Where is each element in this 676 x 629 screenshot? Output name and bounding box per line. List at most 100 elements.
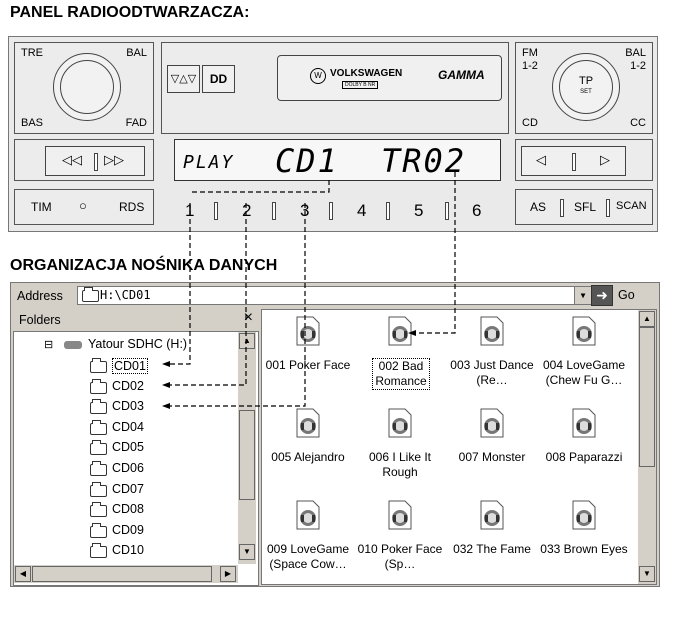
tree-folder-cd04[interactable]: CD04: [112, 419, 144, 434]
tp-label: TP: [578, 75, 594, 87]
tree-folder-cd08[interactable]: CD08: [112, 502, 144, 517]
scroll-up-icon[interactable]: ▲: [239, 333, 255, 349]
tree-vertical-scrollbar[interactable]: ▲ ▼: [238, 332, 256, 564]
address-dropdown-icon[interactable]: ▼: [574, 287, 591, 304]
preset-6[interactable]: 6: [472, 201, 482, 220]
file-label[interactable]: 007 Monster: [458, 450, 526, 464]
model-name: GAMMA: [438, 68, 485, 82]
tape-direction-button[interactable]: ▽△▽: [167, 65, 200, 93]
file-label[interactable]: 001 Poker Face: [265, 358, 351, 372]
audio-file-icon[interactable]: [479, 500, 505, 530]
drive-label[interactable]: Yatour SDHC (H:): [88, 337, 188, 351]
folder-icon: [90, 399, 107, 415]
cd-label: CD: [522, 117, 538, 129]
file-label[interactable]: 010 Poker Face (Sp…: [357, 542, 443, 571]
connector-preset3-cd03: [166, 203, 306, 407]
connector-track-display: [412, 172, 456, 334]
brand-name: VOLKSWAGEN: [330, 68, 403, 79]
audio-file-icon[interactable]: [295, 316, 321, 346]
display-mode: PLAY: [183, 152, 235, 173]
next-track-button[interactable]: ▷: [600, 152, 610, 167]
address-input[interactable]: H:\CD01 ▼: [77, 286, 592, 305]
preset-1[interactable]: 1: [185, 201, 195, 220]
fm-label: FM 1-2: [522, 47, 538, 72]
right-knob-area: FM 1-2 BAL 1-2 CD CC TP SET: [515, 42, 653, 134]
radio-panel: TRE BAL BAS FAD ▽△▽ DD W VOLKSWAGEN DOLB…: [8, 36, 658, 232]
file-label[interactable]: 009 LoveGame (Space Cow…: [266, 542, 350, 571]
tree-folder-cd07[interactable]: CD07: [112, 481, 144, 496]
panel-heading: PANEL RADIOODTWARZACZA:: [10, 4, 250, 21]
tree-scroll-thumb[interactable]: [239, 410, 255, 500]
file-label[interactable]: 033 Brown Eyes: [540, 542, 628, 556]
file-label[interactable]: 006 I Like It Rough: [368, 450, 432, 479]
audio-file-icon[interactable]: [387, 500, 413, 530]
files-scroll-up-icon[interactable]: ▲: [639, 311, 655, 327]
file-label[interactable]: 032 The Fame: [453, 542, 531, 556]
as-button[interactable]: AS: [530, 200, 547, 214]
dolby-button[interactable]: DD: [202, 65, 235, 93]
preset-2[interactable]: 2: [242, 201, 252, 220]
file-label[interactable]: 003 Just Dance (Re…: [450, 358, 534, 387]
audio-file-icon[interactable]: [295, 408, 321, 438]
tim-button[interactable]: TIM: [31, 200, 52, 214]
tree-folder-cd02[interactable]: CD02: [112, 378, 144, 393]
connector-preset1-cd01: [166, 203, 191, 365]
audio-file-icon[interactable]: [479, 408, 505, 438]
preset-5[interactable]: 5: [414, 201, 424, 220]
rds-button[interactable]: RDS: [119, 200, 145, 214]
preset-4[interactable]: 4: [357, 201, 367, 220]
tree-folder-cd05[interactable]: CD05: [112, 440, 144, 455]
audio-file-icon[interactable]: [571, 408, 597, 438]
file-label[interactable]: 004 LoveGame (Chew Fu G…: [542, 358, 626, 387]
audio-file-icon[interactable]: [479, 316, 505, 346]
scan-button[interactable]: SCAN: [616, 200, 647, 212]
circle-button[interactable]: ○: [79, 198, 87, 213]
rewind-button[interactable]: ◁◁: [62, 152, 82, 167]
audio-file-icon[interactable]: [571, 316, 597, 346]
arrow-head: [408, 330, 416, 336]
set-label: SET: [580, 89, 592, 95]
go-button[interactable]: Go: [618, 288, 635, 302]
function-separator: [560, 199, 564, 217]
scroll-right-icon[interactable]: ▶: [220, 566, 236, 582]
folders-header: Folders ×: [13, 309, 257, 331]
preset-separator: [329, 202, 333, 220]
tree-hscroll-thumb[interactable]: [32, 566, 212, 582]
preset-3[interactable]: 3: [300, 201, 310, 220]
connector-preset2-cd02: [166, 203, 247, 386]
folder-icon: [90, 481, 107, 497]
files-vertical-scrollbar[interactable]: ▲ ▼: [638, 310, 656, 584]
audio-file-icon[interactable]: [387, 408, 413, 438]
tree-folder-cd09[interactable]: CD09: [112, 522, 144, 537]
preset-separator: [386, 202, 390, 220]
files-scroll-down-icon[interactable]: ▼: [639, 566, 655, 582]
tree-folder-cd01[interactable]: CD01: [112, 358, 148, 374]
file-label[interactable]: 005 Alejandro: [271, 450, 345, 464]
file-view: 001 Poker Face 002 Bad Romance 003 Just Da…: [261, 309, 657, 585]
address-value: H:\CD01: [100, 288, 151, 302]
scroll-left-icon[interactable]: ◀: [15, 566, 31, 582]
tuning-knob[interactable]: TP SET: [552, 53, 620, 121]
files-scroll-thumb[interactable]: [639, 327, 655, 467]
volume-knob[interactable]: [53, 53, 121, 121]
sfl-button[interactable]: SFL: [574, 200, 597, 214]
function-separator: [606, 199, 610, 217]
close-icon[interactable]: ×: [243, 309, 253, 326]
prev-track-button[interactable]: ◁: [536, 152, 546, 167]
folder-icon: [90, 522, 107, 538]
tree-horizontal-scrollbar[interactable]: ◀ ▶: [14, 565, 238, 583]
tree-folder-cd03[interactable]: CD03: [112, 399, 144, 414]
forward-button[interactable]: ▷▷: [104, 152, 124, 167]
bass-label: BAS: [21, 117, 44, 129]
tree-folder-cd06[interactable]: CD06: [112, 461, 144, 475]
scroll-down-icon[interactable]: ▼: [239, 544, 255, 560]
file-label[interactable]: 008 Paparazzi: [545, 450, 623, 464]
audio-file-icon[interactable]: [295, 500, 321, 530]
audio-file-icon[interactable]: [571, 500, 597, 530]
collapse-icon[interactable]: ⊟: [44, 339, 54, 351]
band-label: BAL 1-2: [625, 47, 646, 72]
tree-folder-cd10[interactable]: CD10: [112, 543, 144, 558]
go-arrow-icon[interactable]: ➜: [591, 285, 613, 306]
vw-logo-icon: W: [310, 68, 326, 84]
file-label[interactable]: 002 Bad Romance: [372, 358, 430, 390]
